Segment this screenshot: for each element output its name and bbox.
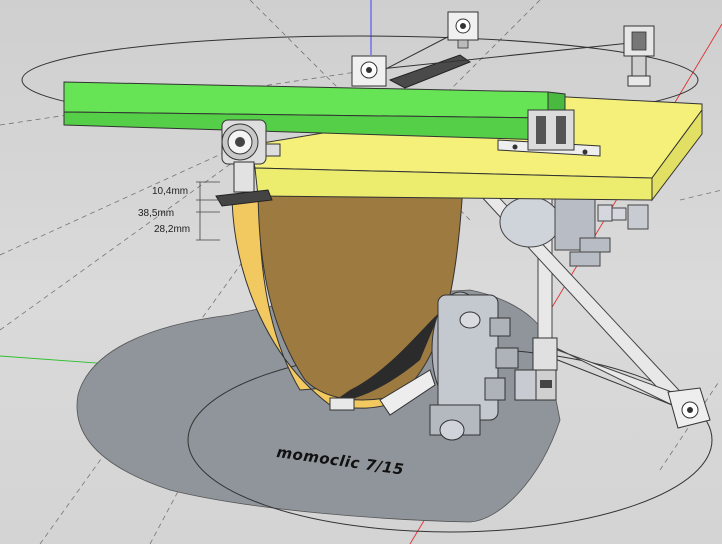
blade-tip (330, 312, 440, 404)
dimension-label-3: 28,2mm (154, 224, 191, 235)
top-rail (369, 27, 641, 89)
left-motor[interactable] (215, 119, 281, 207)
dimension-label-1: 10,4mm (152, 186, 189, 197)
post-bearing[interactable] (532, 337, 558, 401)
dimension-lines (196, 181, 225, 241)
dimension-label-2: 38,5mm (138, 208, 175, 219)
green-arm[interactable] (63, 81, 566, 141)
upper-motor[interactable] (499, 196, 649, 267)
arm-bracket[interactable] (497, 109, 601, 157)
blade-fixing[interactable] (329, 369, 436, 416)
top-pulley[interactable] (447, 11, 479, 49)
top-center-motor[interactable] (351, 55, 387, 87)
lower-motor[interactable] (429, 291, 546, 441)
bottom-right-pulley[interactable] (667, 387, 711, 429)
tension-wire (544, 354, 691, 413)
top-right-bearing[interactable] (623, 25, 655, 87)
